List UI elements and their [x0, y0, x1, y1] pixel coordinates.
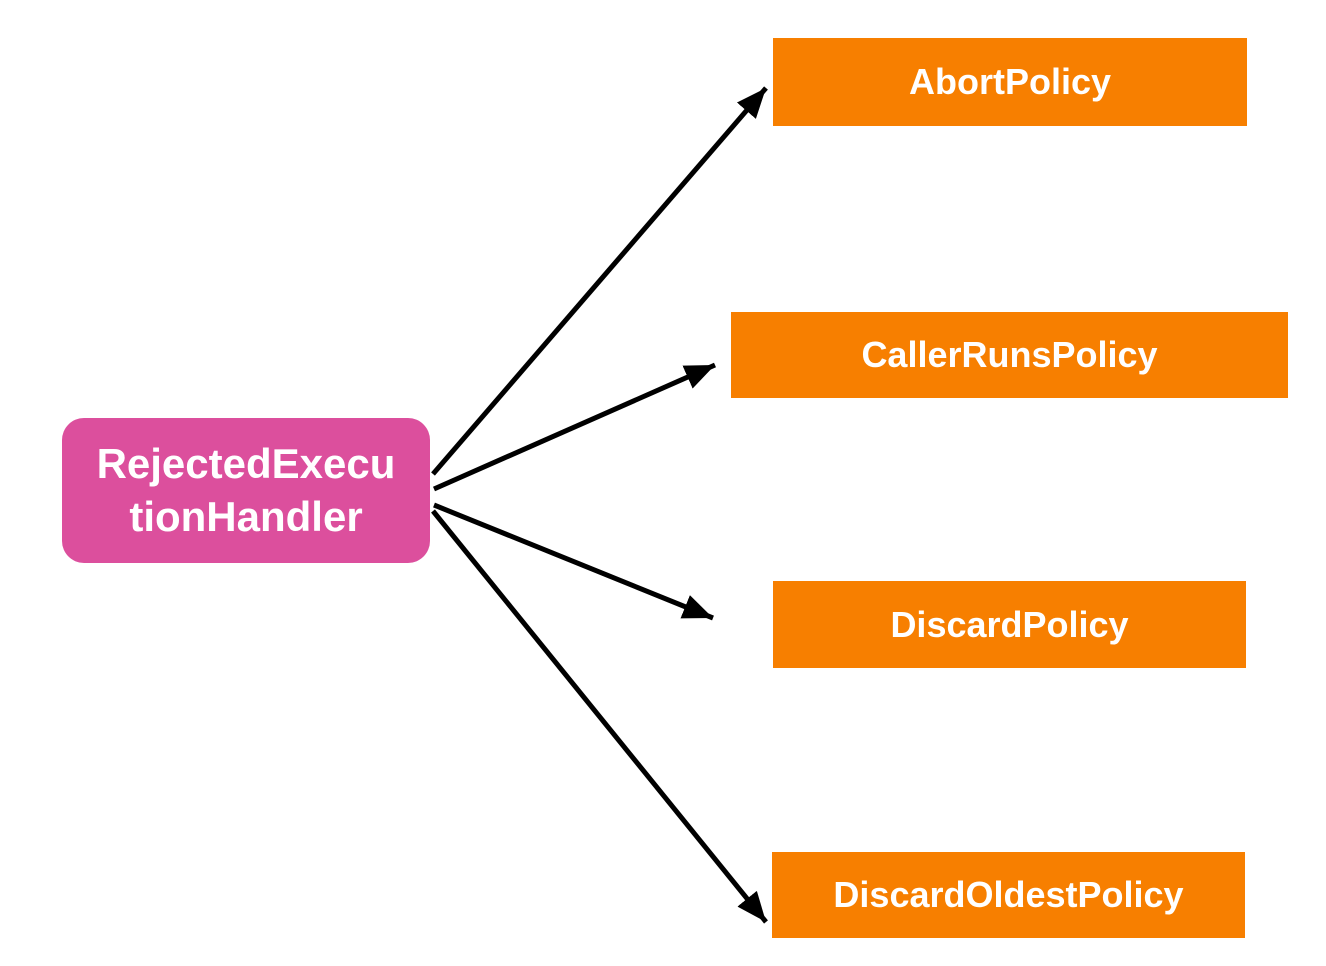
node-label: CallerRunsPolicy	[861, 334, 1158, 375]
arrow-root-to-discard-policy	[433, 502, 714, 621]
node-label-line: RejectedExecu	[96, 440, 396, 487]
node-label: AbortPolicy	[908, 61, 1112, 102]
node-label-line: tionHandler	[129, 492, 363, 540]
arrow-root-to-caller-runs-policy	[432, 362, 717, 492]
arrow-root-to-discard-oldest-policy	[431, 509, 768, 924]
node-caller-runs-policy: CallerRunsPolicy	[731, 312, 1288, 398]
node-abort-policy: AbortPolicy	[773, 38, 1247, 126]
node-discard-oldest-policy: DiscardOldestPolicy	[772, 852, 1245, 938]
node-rejected-execution-handler: RejectedExecu tionHandler	[62, 418, 430, 563]
node-label: DiscardOldestPolicy	[833, 874, 1184, 915]
node-label: DiscardPolicy	[890, 603, 1129, 645]
node-discard-policy: DiscardPolicy	[773, 581, 1246, 668]
arrow-root-to-abort-policy	[431, 86, 768, 476]
